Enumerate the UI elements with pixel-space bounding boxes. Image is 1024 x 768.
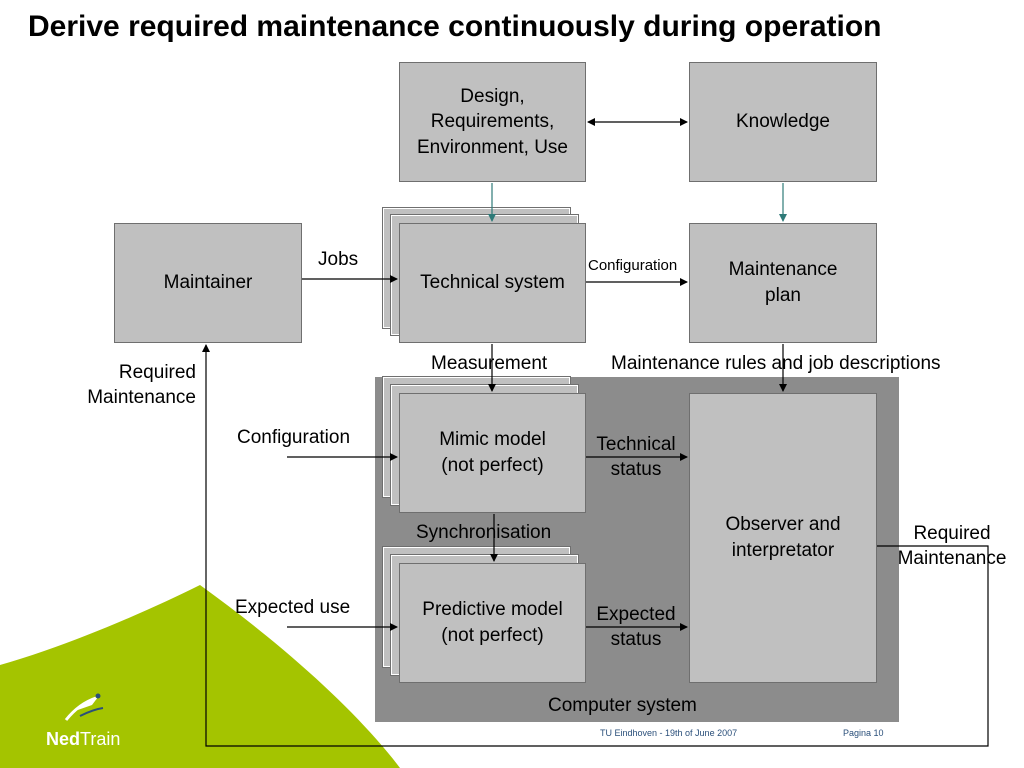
page-title: Derive required maintenance continuously… bbox=[28, 10, 882, 43]
design-box: Design, Requirements, Environment, Use bbox=[399, 62, 586, 182]
observer-box: Observer and interpretator bbox=[689, 393, 877, 683]
knowledge-box: Knowledge bbox=[689, 62, 877, 182]
footer-event: TU Eindhoven - 19th of June 2007 bbox=[600, 728, 738, 738]
maintainer-box: Maintainer bbox=[114, 223, 302, 343]
logo-ned: Ned bbox=[46, 729, 81, 749]
synchronisation-label: Synchronisation bbox=[416, 522, 552, 543]
technical-system-box: Technical system bbox=[399, 223, 586, 343]
logo-train: Train bbox=[80, 729, 121, 749]
computer-system-label: Computer system bbox=[548, 695, 697, 716]
predictive-model-box: Predictive model (not perfect) bbox=[399, 563, 586, 683]
maintenance-plan-box: Maintenance plan bbox=[689, 223, 877, 343]
required-maintenance-right-label: Required Maintenance bbox=[897, 523, 1007, 569]
footer-page-number: Pagina 10 bbox=[843, 728, 884, 738]
jobs-label: Jobs bbox=[318, 249, 359, 270]
measurement-label: Measurement bbox=[431, 353, 548, 374]
configuration-left-label: Configuration bbox=[237, 427, 351, 448]
expected-use-label: Expected use bbox=[235, 597, 351, 618]
nedtrain-logo: NedTrain bbox=[46, 729, 120, 750]
technical-status-label: Technical status bbox=[596, 434, 676, 480]
mimic-model-box: Mimic model (not perfect) bbox=[399, 393, 586, 513]
maintenance-rules-label: Maintenance rules and job descriptions bbox=[611, 353, 941, 374]
configuration-top-label: Configuration bbox=[588, 257, 678, 274]
required-maintenance-left-label: Required Maintenance bbox=[87, 362, 196, 408]
expected-status-label: Expected status bbox=[596, 604, 676, 650]
